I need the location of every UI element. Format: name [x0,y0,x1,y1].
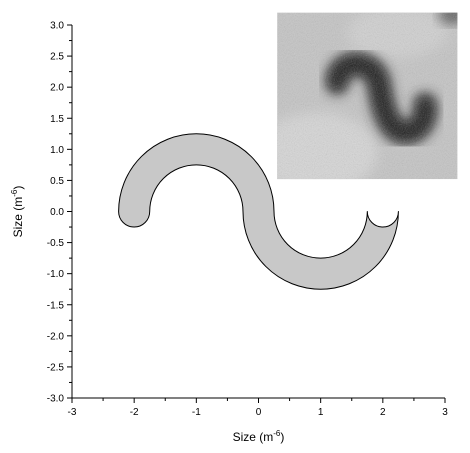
inset-image [277,12,458,180]
y-tick-label: 0.0 [50,207,64,218]
x-axis-title: Size (m-6) [233,429,285,444]
y-tick-label: -2.0 [47,331,65,342]
x-tick-label: -1 [192,407,201,418]
y-axis-ticks: -3.0 -2.5 -2.0 -1.5 -1.0 -0.5 0.0 0.5 1.0 1.5 2.0 2… [47,21,72,405]
y-tick-label: 3.0 [50,21,64,32]
x-tick-label: -2 [130,407,139,418]
y-axis-title: Size (m-6) [10,186,25,238]
y-tick-label: 2.5 [50,52,64,63]
y-tick-label: -1.0 [47,269,65,280]
y-tick-label: -1.5 [47,300,65,311]
s-curve-band [118,133,399,290]
x-tick-label: 1 [318,407,324,418]
y-tick-label: -0.5 [47,238,65,249]
y-tick-label: 2.0 [50,83,64,94]
y-tick-label: -2.5 [47,362,65,373]
s-curve-band-layer [118,133,399,290]
x-axis-ticks: -3 -2 -1 0 1 2 3 [68,398,448,418]
y-tick-label: 0.5 [50,176,64,187]
inset-noise [277,12,458,180]
inset-micrograph [277,12,458,180]
x-tick-label: -3 [68,407,77,418]
y-tick-label: -3.0 [47,394,65,405]
y-tick-label: 1.0 [50,145,64,156]
x-tick-label: 0 [256,407,262,418]
x-tick-label: 2 [380,407,386,418]
y-tick-label: 1.5 [50,114,64,125]
x-tick-label: 3 [442,407,448,418]
